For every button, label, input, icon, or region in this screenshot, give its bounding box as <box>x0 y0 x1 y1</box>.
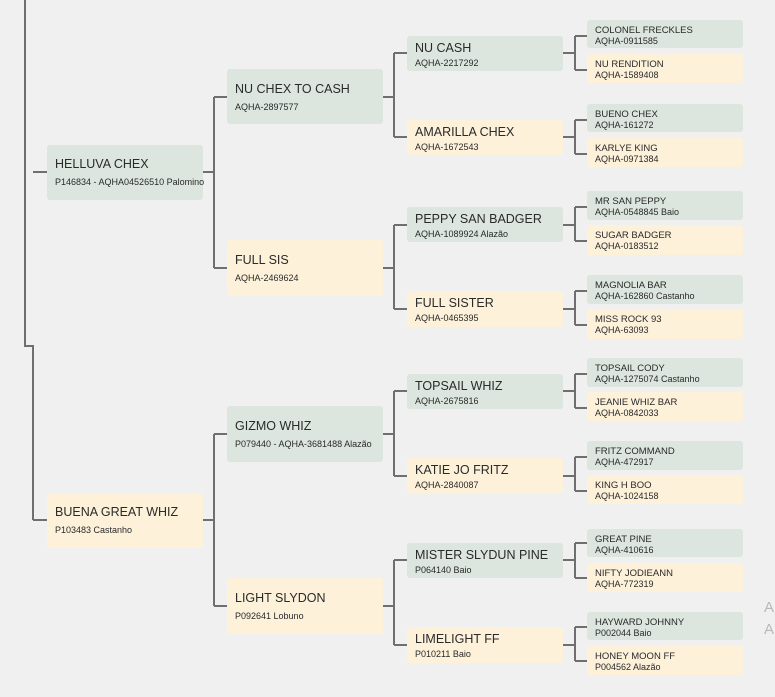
horse-name: LIGHT SLYDON <box>235 591 326 605</box>
gen4-card[interactable]: NIFTY JODIEANN AQHA-772319 <box>587 563 743 592</box>
gen3-card[interactable]: FULL SISTER AQHA-0465395 <box>407 291 563 327</box>
horse-registration: AQHA-162860 Castanho <box>595 291 695 301</box>
horse-registration: P092641 Lobuno <box>235 611 304 621</box>
horse-registration: AQHA-161272 <box>595 120 654 130</box>
clipped-letter: A <box>764 621 775 638</box>
granddam-maternal-card[interactable]: LIGHT SLYDON P092641 Lobuno <box>227 578 383 634</box>
gen4-card[interactable]: BUENO CHEX AQHA-161272 <box>587 104 743 132</box>
gen4-card[interactable]: FRITZ COMMAND AQHA-472917 <box>587 441 743 470</box>
horse-registration: AQHA-0842033 <box>595 408 659 418</box>
horse-registration: AQHA-2675816 <box>415 396 479 406</box>
gen4-card[interactable]: GREAT PINE AQHA-410616 <box>587 529 743 557</box>
horse-registration: P064140 Baio <box>415 565 472 575</box>
gen4-card[interactable]: MR SAN PEPPY AQHA-0548845 Baio <box>587 191 743 220</box>
horse-name: MAGNOLIA BAR <box>595 280 667 291</box>
horse-registration: AQHA-0465395 <box>415 313 479 323</box>
grandsire-maternal-card[interactable]: GIZMO WHIZ P079440 - AQHA-3681488 Alazão <box>227 406 383 462</box>
horse-name: HELLUVA CHEX <box>55 157 149 171</box>
horse-name: JEANIE WHIZ BAR <box>595 397 678 408</box>
horse-registration: AQHA-772319 <box>595 579 654 589</box>
horse-registration: AQHA-2897577 <box>235 102 299 112</box>
horse-name: FULL SIS <box>235 253 289 267</box>
gen3-card[interactable]: KATIE JO FRITZ AQHA-2840087 <box>407 458 563 493</box>
gen4-card[interactable]: JEANIE WHIZ BAR AQHA-0842033 <box>587 392 743 421</box>
horse-name: BUENA GREAT WHIZ <box>55 505 179 519</box>
granddam-paternal-card[interactable]: FULL SIS AQHA-2469624 <box>227 240 383 296</box>
horse-registration: AQHA-63093 <box>595 325 649 335</box>
gen4-card[interactable]: MAGNOLIA BAR AQHA-162860 Castanho <box>587 275 743 304</box>
horse-registration: AQHA-472917 <box>595 457 654 467</box>
horse-name: TOPSAIL CODY <box>595 363 665 374</box>
horse-name: SUGAR BADGER <box>595 230 672 241</box>
gen4-card[interactable]: MISS ROCK 93 AQHA-63093 <box>587 309 743 339</box>
horse-registration: AQHA-1672543 <box>415 142 479 152</box>
horse-name: KING H BOO <box>595 480 652 491</box>
horse-registration: P079440 - AQHA-3681488 Alazão <box>235 439 372 449</box>
horse-registration: AQHA-2840087 <box>415 480 479 490</box>
gen3-card[interactable]: NU CASH AQHA-2217292 <box>407 36 563 71</box>
horse-name: TOPSAIL WHIZ <box>415 379 503 393</box>
horse-name: COLONEL FRECKLES <box>595 25 693 36</box>
horse-name: NU CASH <box>415 41 472 55</box>
horse-name: MR SAN PEPPY <box>595 196 667 207</box>
grandsire-paternal-card[interactable]: NU CHEX TO CASH AQHA-2897577 <box>227 69 383 124</box>
horse-name: PEPPY SAN BADGER <box>415 212 542 226</box>
gen3-card[interactable]: AMARILLA CHEX AQHA-1672543 <box>407 120 563 155</box>
horse-registration: P103483 Castanho <box>55 525 133 535</box>
gen4-card[interactable]: KING H BOO AQHA-1024158 <box>587 475 743 504</box>
horse-registration: AQHA-0911585 <box>595 36 658 46</box>
gen4-card[interactable]: COLONEL FRECKLES AQHA-0911585 <box>587 20 743 48</box>
horse-name: KATIE JO FRITZ <box>415 463 509 477</box>
horse-name: GREAT PINE <box>595 534 652 545</box>
gen3-card[interactable]: PEPPY SAN BADGER AQHA-1089924 Alazão <box>407 207 563 242</box>
horse-name: GIZMO WHIZ <box>235 419 312 433</box>
gen4-card[interactable]: HONEY MOON FF P004562 Alazão <box>587 646 743 675</box>
horse-name: AMARILLA CHEX <box>415 125 515 139</box>
horse-registration: AQHA-1024158 <box>595 491 659 501</box>
horse-name: LIMELIGHT FF <box>415 632 500 646</box>
horse-name: HAYWARD JOHNNY <box>595 617 685 628</box>
horse-registration: AQHA-410616 <box>595 545 654 555</box>
horse-name: MISTER SLYDUN PINE <box>415 548 549 562</box>
horse-registration: P010211 Baio <box>415 649 471 659</box>
horse-name: FULL SISTER <box>415 296 494 310</box>
horse-registration: AQHA-1275074 Castanho <box>595 374 700 384</box>
horse-registration: AQHA-0971384 <box>595 154 659 164</box>
gen4-card[interactable]: HAYWARD JOHNNY P002044 Baio <box>587 612 743 640</box>
horse-registration: AQHA-0183512 <box>595 241 659 251</box>
gen4-card[interactable]: KARLYE KING AQHA-0971384 <box>587 138 743 167</box>
gen3-card[interactable]: TOPSAIL WHIZ AQHA-2675816 <box>407 374 563 409</box>
horse-name: NU RENDITION <box>595 59 664 70</box>
gen3-card[interactable]: MISTER SLYDUN PINE P064140 Baio <box>407 543 563 578</box>
horse-registration: AQHA-2469624 <box>235 273 299 283</box>
horse-registration: AQHA-2217292 <box>415 58 479 68</box>
dam-card[interactable]: BUENA GREAT WHIZ P103483 Castanho <box>47 493 203 548</box>
gen3-card[interactable]: LIMELIGHT FF P010211 Baio <box>407 627 563 663</box>
clipped-letter: A <box>764 599 775 616</box>
gen4-card[interactable]: NU RENDITION AQHA-1589408 <box>587 54 743 83</box>
horse-registration: P004562 Alazão <box>595 662 661 672</box>
horse-registration: AQHA-0548845 Baio <box>595 207 680 217</box>
horse-registration: P002044 Baio <box>595 628 652 638</box>
horse-registration: AQHA-1089924 Alazão <box>415 229 509 239</box>
sire-card[interactable]: HELLUVA CHEX P146834 - AQHA04526510 Palo… <box>47 145 205 200</box>
horse-name: KARLYE KING <box>595 143 658 154</box>
horse-name: NIFTY JODIEANN <box>595 568 673 579</box>
horse-name: FRITZ COMMAND <box>595 446 675 457</box>
gen4-card[interactable]: SUGAR BADGER AQHA-0183512 <box>587 225 743 255</box>
horse-name: MISS ROCK 93 <box>595 314 662 325</box>
horse-registration: P146834 - AQHA04526510 Palomino <box>55 177 205 187</box>
clipped-edge-text: A A <box>764 597 774 641</box>
horse-registration: AQHA-1589408 <box>595 70 659 80</box>
horse-name: HONEY MOON FF <box>595 651 676 662</box>
horse-name: NU CHEX TO CASH <box>235 82 350 96</box>
gen4-card[interactable]: TOPSAIL CODY AQHA-1275074 Castanho <box>587 358 743 387</box>
horse-name: BUENO CHEX <box>595 109 658 120</box>
